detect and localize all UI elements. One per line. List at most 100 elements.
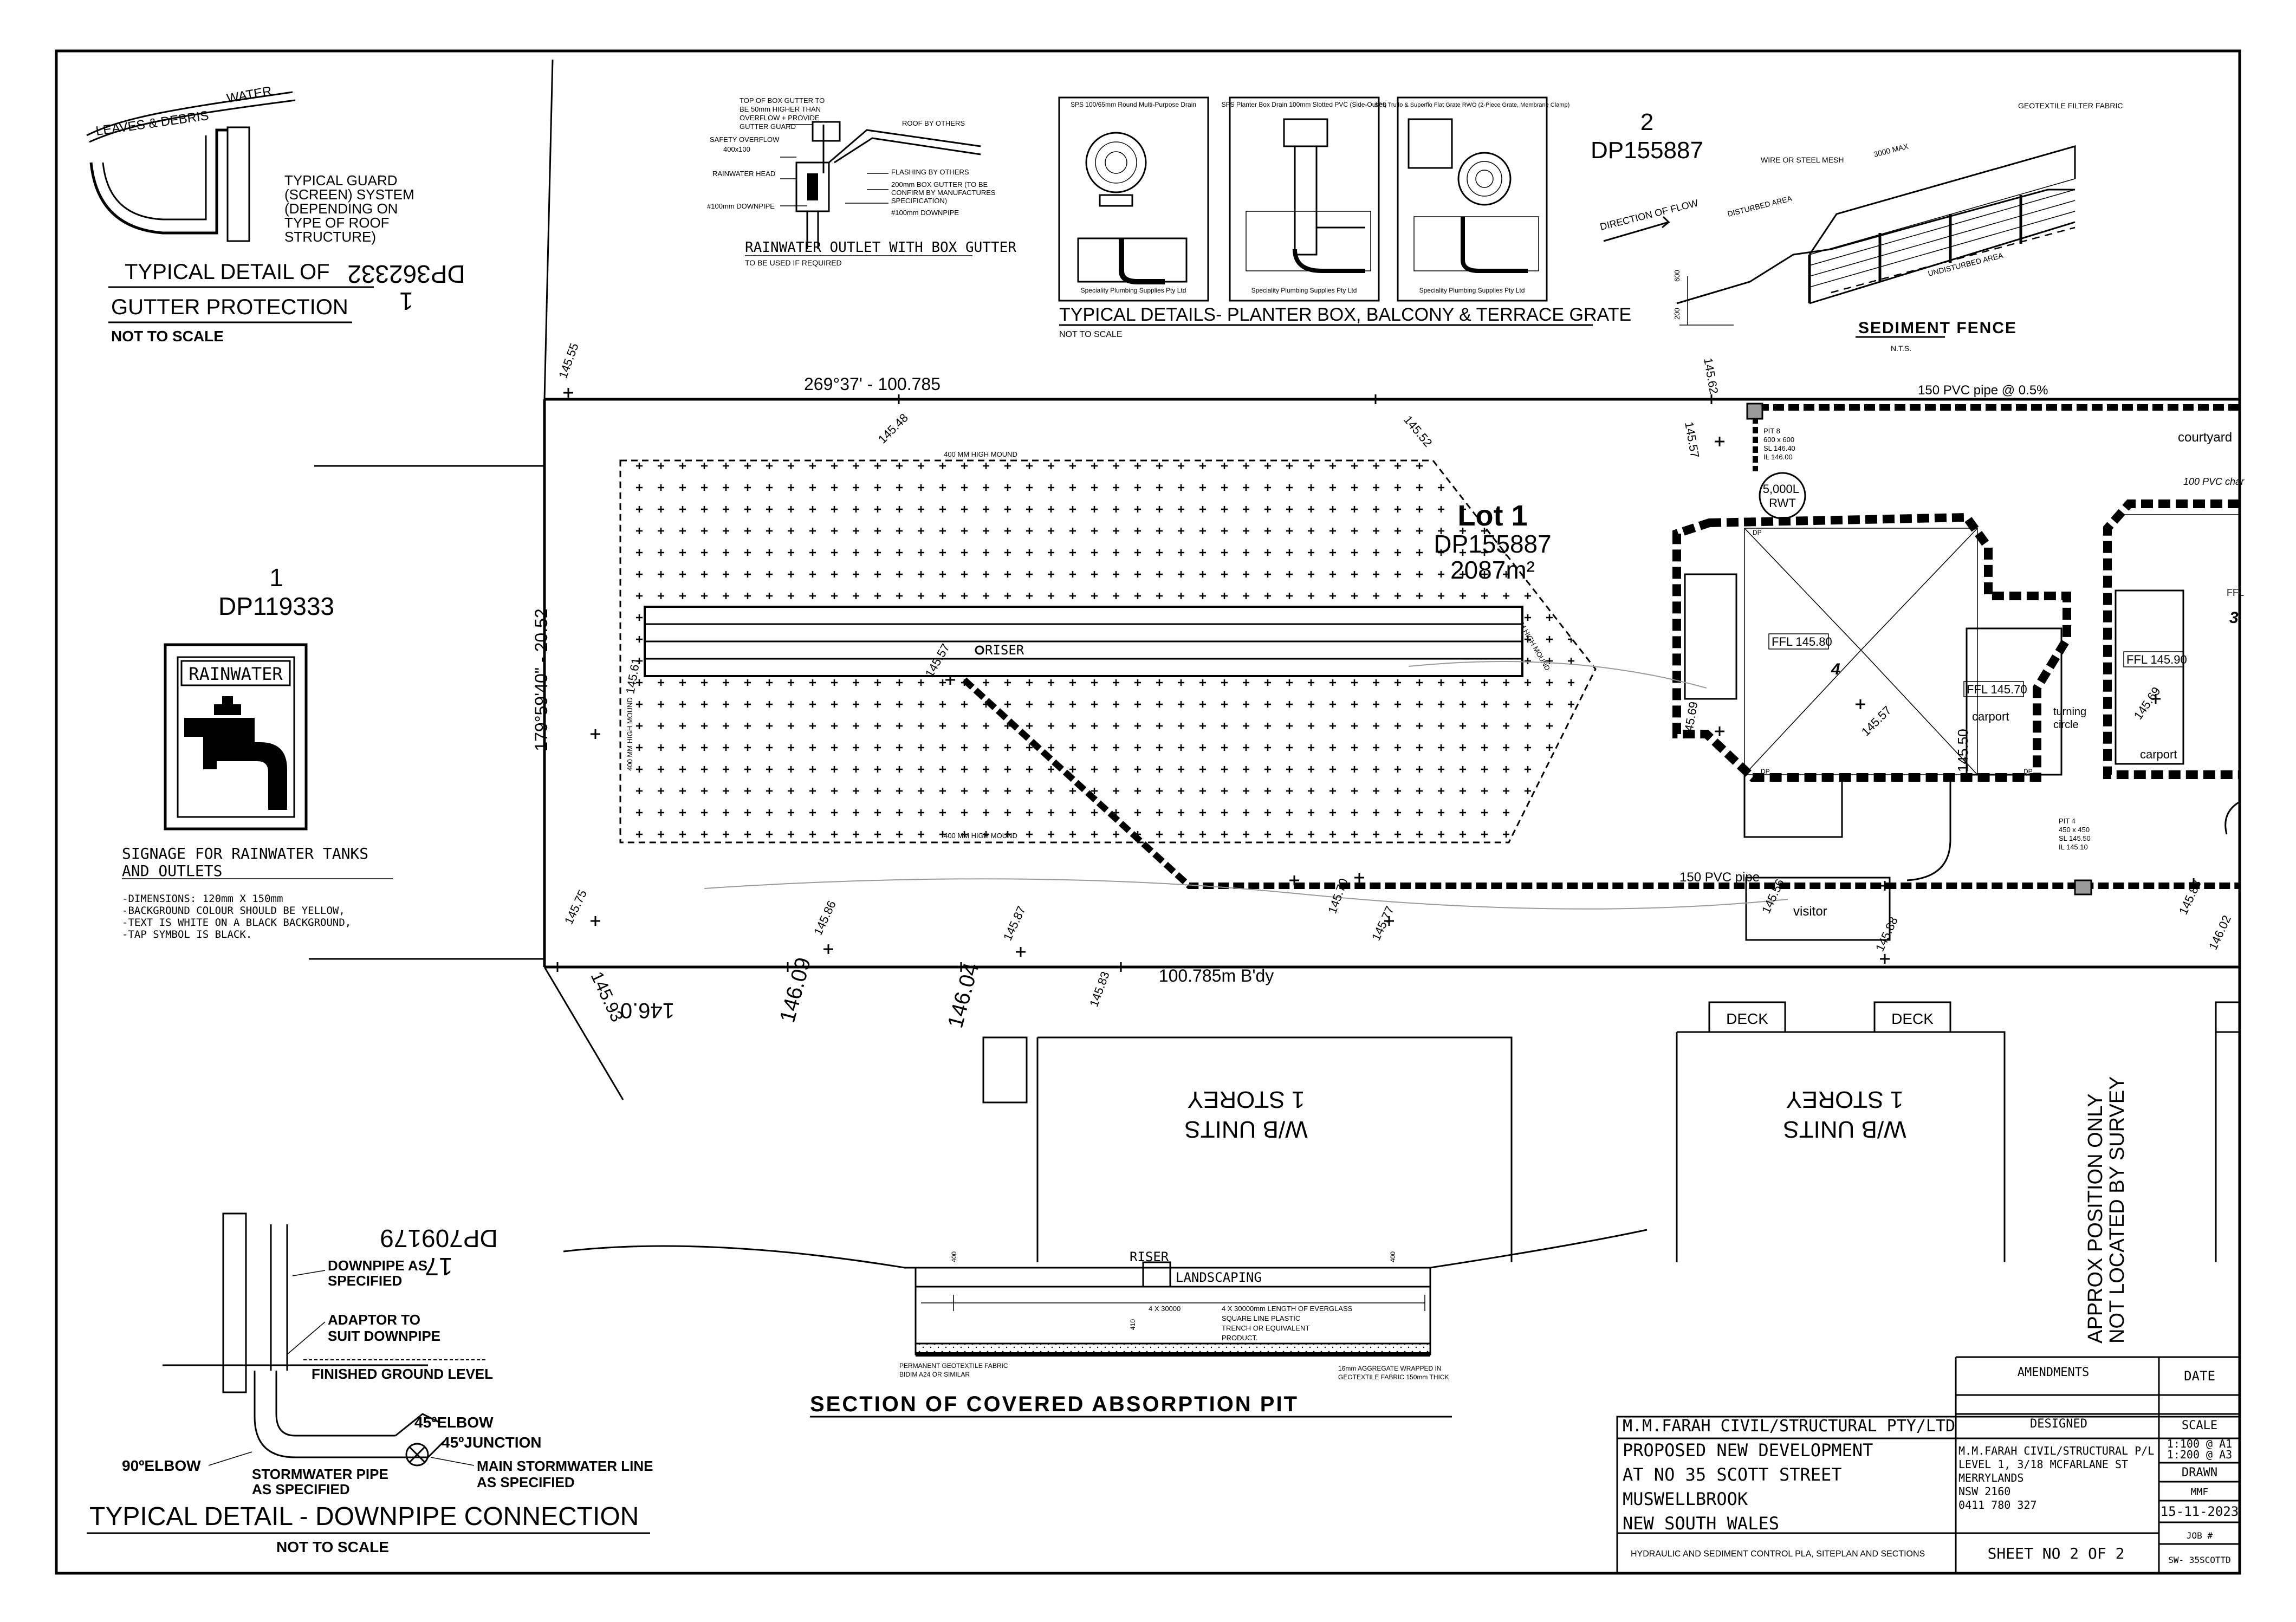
lot-boundary — [543, 398, 2240, 969]
pit-landscaping-label: LANDSCAPING — [1176, 1270, 1262, 1285]
deck-label-2: DECK — [1891, 1010, 1934, 1027]
finished-ground-label: FINISHED GROUND LEVEL — [312, 1366, 493, 1382]
deck-label-1: DECK — [1726, 1010, 1768, 1027]
spot-level: 145.56 — [1759, 877, 1787, 916]
spot-level: 145.86 — [811, 899, 839, 938]
spot-level: 145.48 — [875, 411, 911, 446]
wb-units-east-line2: 1 STOREY — [1786, 1086, 1904, 1113]
sediment-fence-scale: N.T.S. — [1891, 344, 1911, 353]
pit-riser-label: RISER — [1130, 1249, 1169, 1264]
south-lot-label: 17 DP709179 — [380, 1224, 497, 1281]
spot-level: 145.57 — [1859, 703, 1894, 738]
carport-label-a: carport — [1972, 710, 2009, 723]
sheet-number: SHEET NO 2 OF 2 — [1988, 1545, 2125, 1562]
tap-icon — [184, 718, 287, 810]
downpipe-label: DOWNPIPE AS SPECIFIED — [328, 1257, 431, 1289]
ffl-unit4-b: FFL 145.70 — [1967, 683, 2027, 696]
spot-level: 145.88 — [1873, 915, 1901, 954]
designed-label: DESIGNED — [2030, 1417, 2087, 1431]
gutter-detail-title-2: GUTTER PROTECTION — [111, 295, 348, 319]
adaptor-label: ADAPTOR TO SUIT DOWNPIPE — [328, 1312, 440, 1344]
west-lot-dp: DP119333 — [218, 592, 334, 620]
stormwater-pipe-label: STORMWATER PIPE AS SPECIFIED — [252, 1466, 392, 1497]
downpipe-connection-detail: DOWNPIPE AS SPECIFIED ADAPTOR TO SUIT DO… — [87, 1212, 653, 1555]
scale-a1: 1:100 @ A1 — [2167, 1437, 2232, 1450]
ffl-unit3: FFL 145.90 — [2126, 653, 2187, 666]
south-lot-number: 17 — [425, 1253, 452, 1281]
dp-label-c: DP — [2023, 768, 2033, 775]
spot-level: 146.0 — [620, 998, 674, 1022]
date-label: DATE — [2184, 1368, 2215, 1384]
sediment-fence-detail: 2 DP155887 GEOTEXTILE FILTER FABRIC 3000… — [1591, 101, 2123, 353]
scale-a3: 1:200 @ A3 — [2167, 1448, 2232, 1461]
fence-spacing-label: 3000 MAX — [1873, 141, 1910, 158]
spot-level-markers — [553, 388, 2198, 972]
project-description: PROPOSED NEW DEVELOPMENT AT NO 35 SCOTT … — [1623, 1440, 1884, 1534]
grate-card-2-supplier: Speciality Plumbing Supplies Pty Ltd — [1251, 287, 1357, 294]
unit-3-number: 3 — [2229, 609, 2239, 627]
drawing-description: HYDRAULIC AND SEDIMENT CONTROL PLA, SITE… — [1631, 1549, 1925, 1559]
approx-position-note: APPROX POSITION ONLY NOT LOCATED BY SURV… — [2084, 1076, 2129, 1344]
spot-level: 145.69 — [1681, 700, 1700, 739]
dim-145-50: 145.50 — [1955, 729, 1971, 772]
west-bearing-label: 179°59'40" - 20.52 — [531, 608, 551, 751]
safety-overflow-label: SAFETY OVERFLOW — [710, 135, 780, 144]
grate-details: SPS 100/65mm Round Multi-Purpose Drain S… — [1058, 96, 1631, 339]
signage-notes: -DIMENSIONS: 120mm X 150mm -BACKGROUND C… — [122, 893, 358, 940]
turning-circle-label: turning circle — [2053, 706, 2090, 731]
box-gutter-detail: TOP OF BOX GUTTER TO BE 50mm HIGHER THAN… — [707, 96, 1016, 267]
job-label: JOB # — [2187, 1530, 2213, 1541]
pit-fabric-note: PERMANENT GEOTEXTILE FABRIC BIDIM A24 OR… — [899, 1362, 1010, 1378]
signage-title-2: AND OUTLETS — [122, 862, 222, 880]
roof-by-others-label: ROOF BY OTHERS — [902, 119, 965, 127]
grate-details-scale: NOT TO SCALE — [1059, 330, 1122, 339]
pit-aggregate-note: 16mm AGGREGATE WRAPPED IN GEOTEXTILE FAB… — [1338, 1365, 1449, 1381]
spot-level: 145.77 — [1369, 904, 1397, 943]
box-gutter-subtitle: TO BE USED IF REQUIRED — [745, 258, 842, 267]
mound-left-label: 400 MM HIGH MOUND — [626, 697, 634, 771]
south-boundary-label: 100.785m B'dy — [1159, 966, 1274, 985]
wb-units-east-line1: W/B UNITS — [1783, 1116, 1906, 1143]
sediment-fence-title: SEDIMENT FENCE — [1858, 319, 2017, 337]
wb-units-west: W/B UNITS 1 STOREY — [1184, 1086, 1307, 1143]
rainwater-head-label: RAINWATER HEAD — [712, 170, 775, 178]
gutter-detail-title-1: TYPICAL DETAIL OF — [125, 260, 330, 284]
downpipe-detail-scale: NOT TO SCALE — [276, 1539, 389, 1555]
fence-dim-200: 200 — [1673, 308, 1681, 320]
riser-label: RISER — [985, 643, 1024, 658]
grate-card-3-title: SPS Truflo & Superflo Flat Grate RWO (2-… — [1374, 102, 1569, 108]
ffl-unit3-partial: FFL — [2227, 587, 2244, 598]
spot-level: 145.87 — [1001, 904, 1028, 943]
amendments-label: AMENDMENTS — [2018, 1366, 2089, 1379]
drawn-label: DRAWN — [2182, 1466, 2217, 1480]
box-gutter-downpipe-right-label: #100mm DOWNPIPE — [891, 209, 959, 217]
dp-label-b: DP — [1761, 768, 1770, 775]
pit-dim-400-left: 400 — [950, 1251, 958, 1262]
pit4-label: PIT 4 450 x 450 SL 145.50 IL 145.10 — [2059, 817, 2092, 851]
elbow45-label: 45ºELBOW — [414, 1414, 494, 1431]
rainwater-tank-label: 5,000L RWT — [1763, 482, 1802, 510]
carport-label-b: carport — [2140, 748, 2177, 761]
lot-north-label: 1 DP362332 — [347, 260, 465, 315]
signage-title-1: SIGNAGE FOR RAINWATER TANKS — [122, 845, 368, 862]
company-name: M.M.FARAH CIVIL/STRUCTURAL PTY/LTD — [1623, 1417, 1955, 1436]
grate-card-1-supplier: Speciality Plumbing Supplies Pty Ltd — [1081, 287, 1186, 294]
fence-dim-600: 600 — [1673, 270, 1681, 282]
issue-date: 15-11-2023 — [2161, 1504, 2239, 1519]
charged-pipe-label: 100 PVC char — [2183, 476, 2245, 487]
box-gutter-spec-note: 200mm BOX GUTTER (TO BE CONFIRM BY MANUF… — [891, 180, 997, 205]
downpipe-detail-title: TYPICAL DETAIL - DOWNPIPE CONNECTION — [89, 1502, 639, 1531]
wire-mesh-label: WIRE OR STEEL MESH — [1761, 155, 1844, 164]
sheet-border — [55, 49, 2241, 1575]
spot-level: 145.57 — [1682, 421, 1702, 459]
overflow-size-label: 400x100 — [723, 145, 750, 153]
pipe-top-label: 150 PVC pipe @ 0.5% — [1918, 383, 2048, 398]
ffl-unit4-a: FFL 145.80 — [1772, 635, 1832, 648]
pit-dim-400-right: 400 — [1389, 1251, 1397, 1262]
north-lot-number: 1 — [399, 287, 413, 315]
site-plan: 269°37' - 100.785 179°59'40" - 20.52 100… — [218, 59, 2245, 1344]
wb-units-east: W/B UNITS 1 STOREY — [1783, 1086, 1906, 1143]
unit-4-outline — [1672, 512, 2071, 782]
gutter-water-label: WATER — [225, 84, 273, 106]
unit-3-outline — [2103, 499, 2240, 779]
